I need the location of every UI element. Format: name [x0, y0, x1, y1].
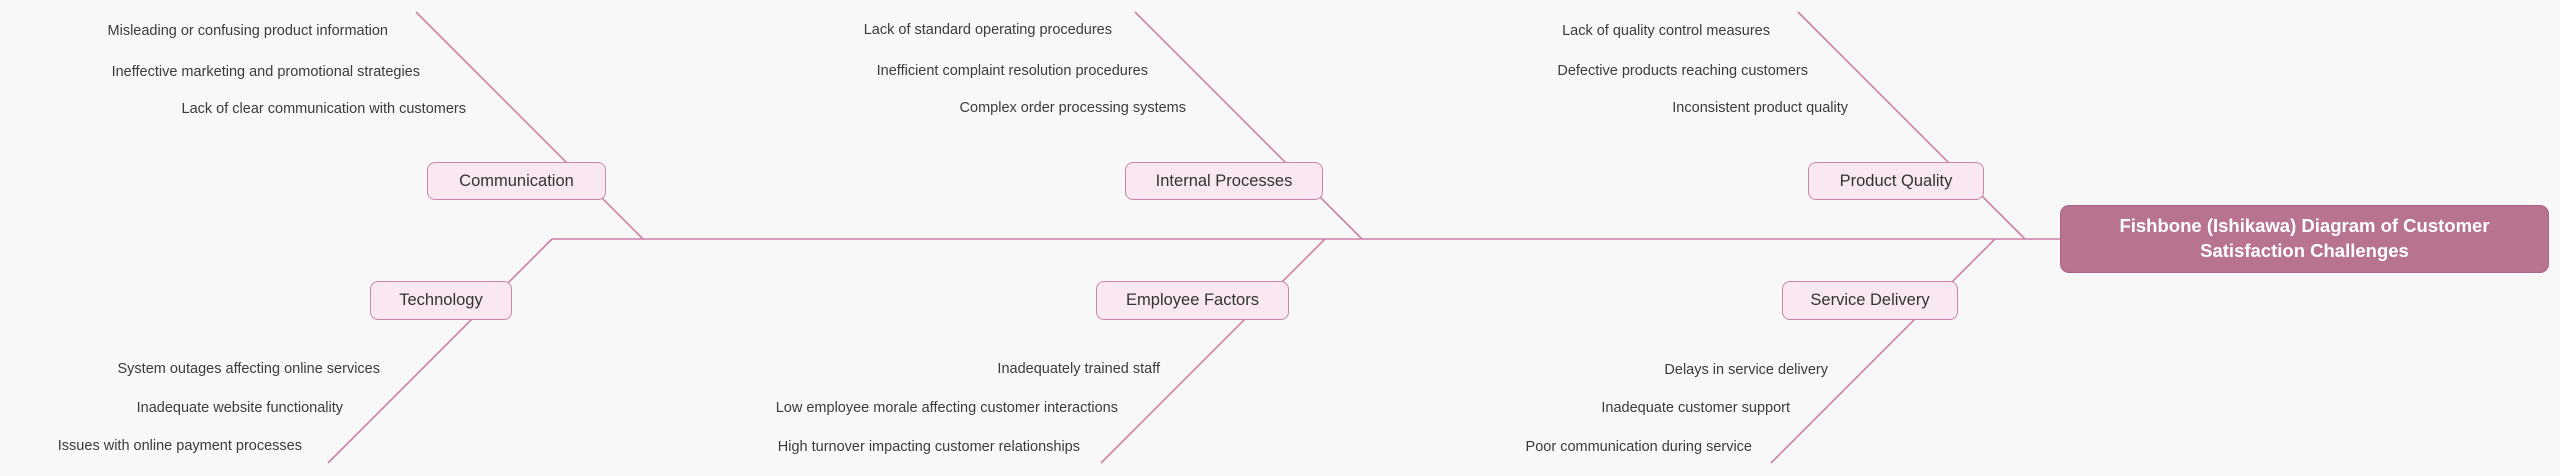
branch-line-technology [327, 238, 553, 464]
category-box-employee-factors: Employee Factors [1096, 281, 1289, 320]
category-box-technology: Technology [370, 281, 512, 320]
category-label-technology: Technology [399, 291, 483, 309]
branch-line-service-delivery [1770, 238, 1996, 464]
diagram-title: Fishbone (Ishikawa) Diagram of Customer … [2119, 215, 2490, 261]
cause-label-product-quality-3: Inconsistent product quality [1672, 100, 1848, 116]
cause-label-technology-3: Issues with online payment processes [57, 438, 302, 454]
cause-label-service-delivery-3: Poor communication during service [1525, 439, 1752, 455]
branch-line-product-quality [1797, 11, 2026, 240]
cause-label-employee-factors-2: Low employee morale affecting customer i… [775, 400, 1118, 416]
cause-label-product-quality-2: Defective products reaching customers [1557, 63, 1808, 79]
cause-label-communication-1: Misleading or confusing product informat… [107, 23, 388, 39]
category-box-service-delivery: Service Delivery [1782, 281, 1958, 320]
cause-label-internal-processes-2: Inefficient complaint resolution procedu… [876, 63, 1148, 79]
branch-line-employee-factors [1100, 238, 1326, 464]
cause-label-service-delivery-1: Delays in service delivery [1664, 362, 1828, 378]
category-label-employee-factors: Employee Factors [1126, 291, 1259, 309]
cause-label-communication-2: Ineffective marketing and promotional st… [111, 64, 420, 80]
cause-label-employee-factors-1: Inadequately trained staff [997, 361, 1160, 377]
cause-label-employee-factors-3: High turnover impacting customer relatio… [777, 439, 1080, 455]
category-label-service-delivery: Service Delivery [1810, 291, 1930, 309]
cause-label-product-quality-1: Lack of quality control measures [1562, 23, 1770, 39]
category-box-internal-processes: Internal Processes [1125, 162, 1323, 200]
category-label-product-quality: Product Quality [1839, 171, 1953, 190]
category-label-communication: Communication [459, 171, 574, 190]
category-label-internal-processes: Internal Processes [1155, 171, 1293, 190]
fishbone-head: Fishbone (Ishikawa) Diagram of Customer … [2060, 205, 2549, 273]
cause-label-technology-2: Inadequate website functionality [136, 400, 343, 416]
branch-line-internal-processes [1134, 11, 1363, 240]
category-box-product-quality: Product Quality [1808, 162, 1984, 200]
cause-label-service-delivery-2: Inadequate customer support [1601, 400, 1790, 416]
cause-label-internal-processes-1: Lack of standard operating procedures [863, 22, 1112, 38]
branch-line-communication [415, 11, 644, 240]
cause-label-communication-3: Lack of clear communication with custome… [181, 101, 466, 117]
cause-label-technology-1: System outages affecting online services [117, 361, 381, 377]
category-box-communication: Communication [427, 162, 606, 200]
cause-label-internal-processes-3: Complex order processing systems [959, 100, 1186, 116]
